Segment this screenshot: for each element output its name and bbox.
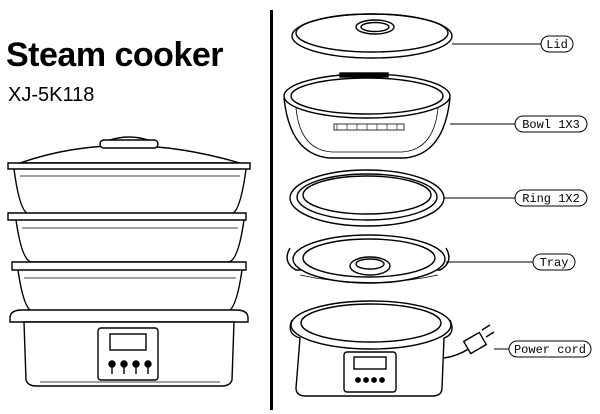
label-lid: Lid <box>546 38 568 52</box>
label-pill-tray: Tray <box>532 253 576 271</box>
label-bowl: Bowl 1X3 <box>522 118 580 132</box>
leader-lines <box>444 43 541 350</box>
bowl-part <box>283 72 451 159</box>
assembled-cooker <box>7 136 251 387</box>
label-pill-bowl: Bowl 1X3 <box>514 115 588 133</box>
lid-part <box>291 13 453 59</box>
product-title: Steam cooker <box>6 36 224 74</box>
ring-part <box>289 169 445 227</box>
tray-part <box>286 234 450 284</box>
label-pill-power-cord: Power cord <box>508 340 592 358</box>
label-power-cord: Power cord <box>514 343 586 357</box>
divider-line <box>270 10 273 410</box>
base-part <box>289 300 495 397</box>
label-ring: Ring 1X2 <box>522 192 580 206</box>
label-tray: Tray <box>540 256 569 270</box>
label-pill-ring: Ring 1X2 <box>514 189 588 207</box>
label-pill-lid: Lid <box>540 35 574 53</box>
model-number: XJ-5K118 <box>8 84 95 106</box>
